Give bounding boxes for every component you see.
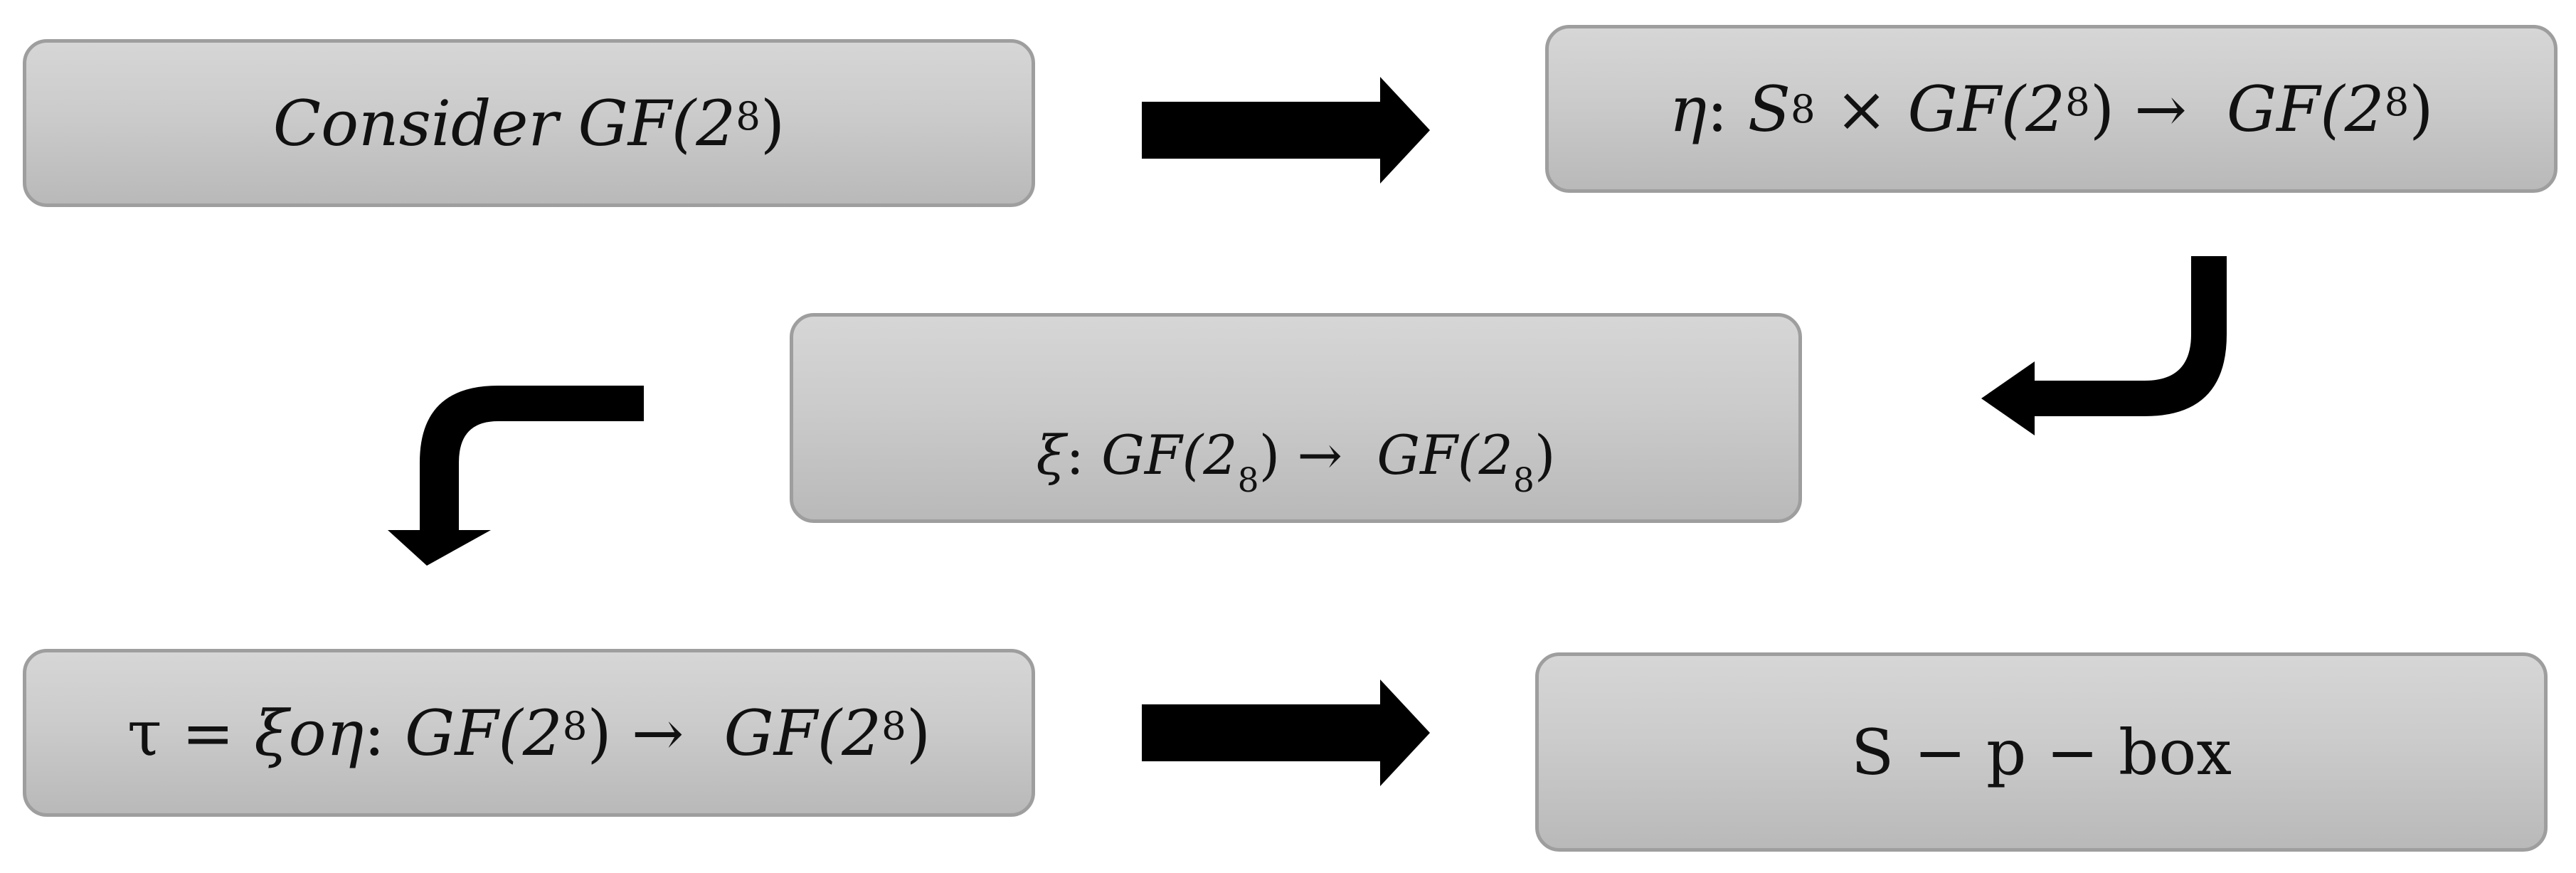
consider-label: Consider [272,86,558,160]
eta-close1: ) [2089,72,2115,146]
tau-close1: ) [587,696,612,770]
right-arrow-icon [1142,77,1430,184]
eta-field1: GF(2 [1907,72,2066,146]
tau-field2: GF(2 [723,696,882,770]
tau-close2: ) [906,696,931,770]
tau-arrow: → [631,696,684,770]
eta-set: S [1747,72,1791,146]
tau-symbol: τ [127,696,162,770]
xi-close2: ) [1534,423,1556,487]
eta-symbol: η [1669,72,1707,146]
eta-arrow: → [2134,72,2187,146]
tau-composition: ξoη [254,696,364,770]
right-arrow-icon [1142,679,1430,786]
curved-arrow-icon [1981,256,2227,435]
tau-colon: : [364,696,386,770]
eta-field2: GF(2 [2226,72,2385,146]
box-s-p-box: S − p − box [1535,652,2548,852]
consider-close: ) [760,86,785,160]
spbox-label: S − p − box [1851,715,2232,789]
xi-symbol: ξ [1036,423,1066,487]
eta-close2: ) [2409,72,2434,146]
tau-field1: GF(2 [405,696,563,770]
xi-field1: GF(2 [1101,423,1238,487]
xi-field2: GF(2 [1377,423,1513,487]
tau-equals: = [181,696,235,770]
consider-field: GF(2 [578,86,736,160]
xi-arrow: → [1297,423,1343,487]
xi-colon: : [1066,423,1084,487]
eta-colon: : [1707,72,1728,146]
eta-times: × [1835,72,1888,146]
curved-arrow-icon [388,386,644,566]
xi-close1: ) [1258,423,1281,487]
